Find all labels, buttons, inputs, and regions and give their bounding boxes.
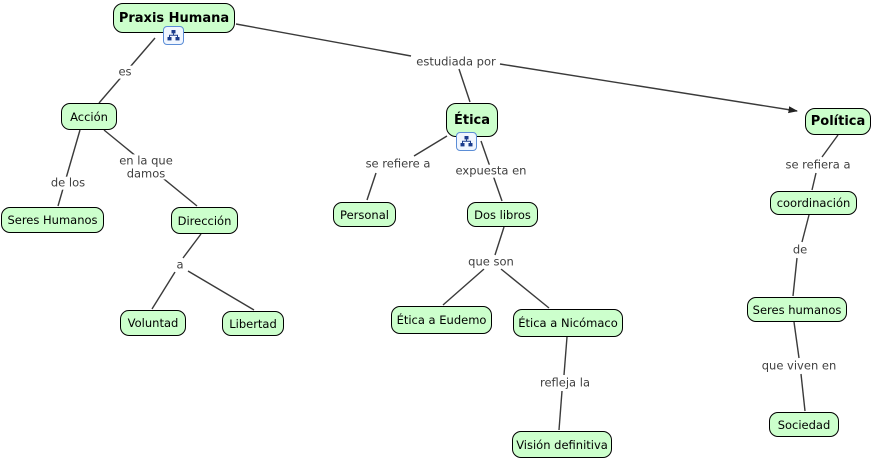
- edge-que-viven-to-sociedad: [800, 373, 806, 412]
- link-phrase-line: se refiera a: [785, 157, 851, 172]
- concept-node-etica-a-nicomaco[interactable]: Ética a Nicómaco: [513, 309, 623, 337]
- link-phrase-line: estudiada por: [416, 54, 496, 69]
- link-phrase-line: que viven en: [761, 358, 837, 373]
- edge-politica-to-se-refiera-a: [821, 134, 839, 158]
- concept-node-label: Personal: [340, 207, 389, 222]
- edge-seres-humanos-2-to-que-viven: [793, 321, 800, 359]
- concept-node-label: Acción: [70, 109, 108, 124]
- concept-node-label: Ética a Eudemo: [396, 313, 487, 327]
- concept-node-libertad[interactable]: Libertad: [222, 311, 284, 336]
- edge-etica-to-se-refiere-a: [413, 135, 448, 157]
- org-chart-glyph: [460, 136, 473, 147]
- edge-direccion-to-a: [182, 233, 202, 259]
- link-phrase-a[interactable]: a: [173, 257, 187, 272]
- concept-node-seres-humanos[interactable]: Seres Humanos: [1, 207, 104, 233]
- edge-refleja-la-to-vision: [558, 390, 563, 431]
- link-phrase-expuesta-en[interactable]: expuesta en: [452, 163, 530, 178]
- edge-nicomaco-to-refleja-la: [563, 336, 568, 376]
- concept-node-label: Dirección: [177, 213, 232, 228]
- edge-accion-to-seres-humanos: [57, 129, 81, 207]
- concept-node-coordinacion[interactable]: coordinación: [770, 191, 857, 215]
- concept-node-label: Voluntad: [127, 316, 179, 330]
- concept-node-direccion[interactable]: Dirección: [171, 207, 238, 234]
- concept-node-label: Seres humanos: [752, 302, 842, 317]
- org-chart-glyph: [167, 30, 180, 41]
- link-phrase-de[interactable]: de: [789, 242, 811, 257]
- concept-node-voluntad[interactable]: Voluntad: [120, 310, 186, 336]
- edge-que-son-to-eudemo: [442, 268, 485, 306]
- concept-node-politica[interactable]: Política: [805, 108, 871, 135]
- link-phrase-line: refleja la: [539, 375, 591, 390]
- concept-node-accion[interactable]: Acción: [61, 103, 117, 130]
- linked-cmap-icon[interactable]: [456, 132, 477, 151]
- link-phrase-line: que son: [468, 254, 514, 269]
- edge-coordinacion-to-de: [801, 214, 810, 243]
- link-phrase-line: expuesta en: [455, 163, 527, 178]
- concept-node-etica-a-eudemo[interactable]: Ética a Eudemo: [391, 306, 492, 334]
- link-phrase-es[interactable]: es: [115, 64, 135, 79]
- concept-node-label: Ética: [453, 112, 491, 128]
- link-phrase-line: es: [118, 64, 132, 79]
- edge-dos-libros-to-que-son: [494, 226, 505, 256]
- concept-node-dos-libros[interactable]: Dos libros: [467, 202, 538, 227]
- concept-node-sociedad[interactable]: Sociedad: [769, 412, 839, 437]
- link-phrase-line: damos: [126, 166, 166, 180]
- concept-node-label: Libertad: [229, 316, 277, 331]
- edge-se-refiera-a-to-coordinacion: [811, 172, 817, 191]
- edge-praxis-to-estudiada-por: [235, 23, 412, 57]
- concept-node-vision-definitiva[interactable]: Visión definitiva: [512, 431, 612, 458]
- link-phrase-line: en la que: [119, 153, 173, 168]
- concept-node-label: Visión definitiva: [516, 437, 608, 452]
- edge-se-refiere-a-to-personal: [366, 172, 377, 201]
- concept-node-label: Ética a Nicómaco: [518, 316, 618, 330]
- edge-a-to-libertad: [187, 270, 255, 311]
- edge-de-to-seres-humanos-2: [792, 257, 798, 297]
- concept-node-label: Política: [810, 114, 866, 129]
- concept-node-label: Praxis Humana: [118, 10, 230, 26]
- concept-node-etica[interactable]: Ética: [446, 103, 498, 137]
- link-phrase-se-refiere-a[interactable]: se refiere a: [362, 156, 434, 171]
- edge-estudiada-por-to-etica: [458, 68, 471, 103]
- link-phrase-line: de: [792, 242, 808, 257]
- concept-node-label: Sociedad: [777, 417, 831, 432]
- edge-a-to-voluntad: [151, 271, 176, 310]
- link-phrase-que-viven-en[interactable]: que viven en: [758, 358, 840, 373]
- link-phrase-line: se refiere a: [365, 156, 431, 171]
- link-phrase-refleja-la[interactable]: refleja la: [536, 375, 594, 390]
- edge-estudiada-por-to-politica: [499, 63, 798, 114]
- link-phrase-line: de los: [50, 175, 86, 190]
- concept-node-personal[interactable]: Personal: [333, 202, 396, 227]
- edge-que-son-to-nicomaco: [500, 268, 550, 309]
- link-phrase-line: a: [176, 257, 184, 272]
- concept-node-label: Dos libros: [474, 207, 531, 222]
- linked-cmap-icon[interactable]: [163, 26, 184, 45]
- concept-node-seres-humanos-2[interactable]: Seres humanos: [747, 297, 847, 322]
- link-phrase-que-son[interactable]: que son: [465, 256, 517, 269]
- link-phrase-de-los[interactable]: de los: [47, 175, 89, 190]
- link-phrase-estudiada-por[interactable]: estudiada por: [413, 54, 499, 69]
- concept-node-label: coordinación: [776, 196, 851, 210]
- concept-node-label: Seres Humanos: [7, 213, 98, 227]
- link-phrase-se-refiera-a[interactable]: se refiera a: [782, 157, 854, 172]
